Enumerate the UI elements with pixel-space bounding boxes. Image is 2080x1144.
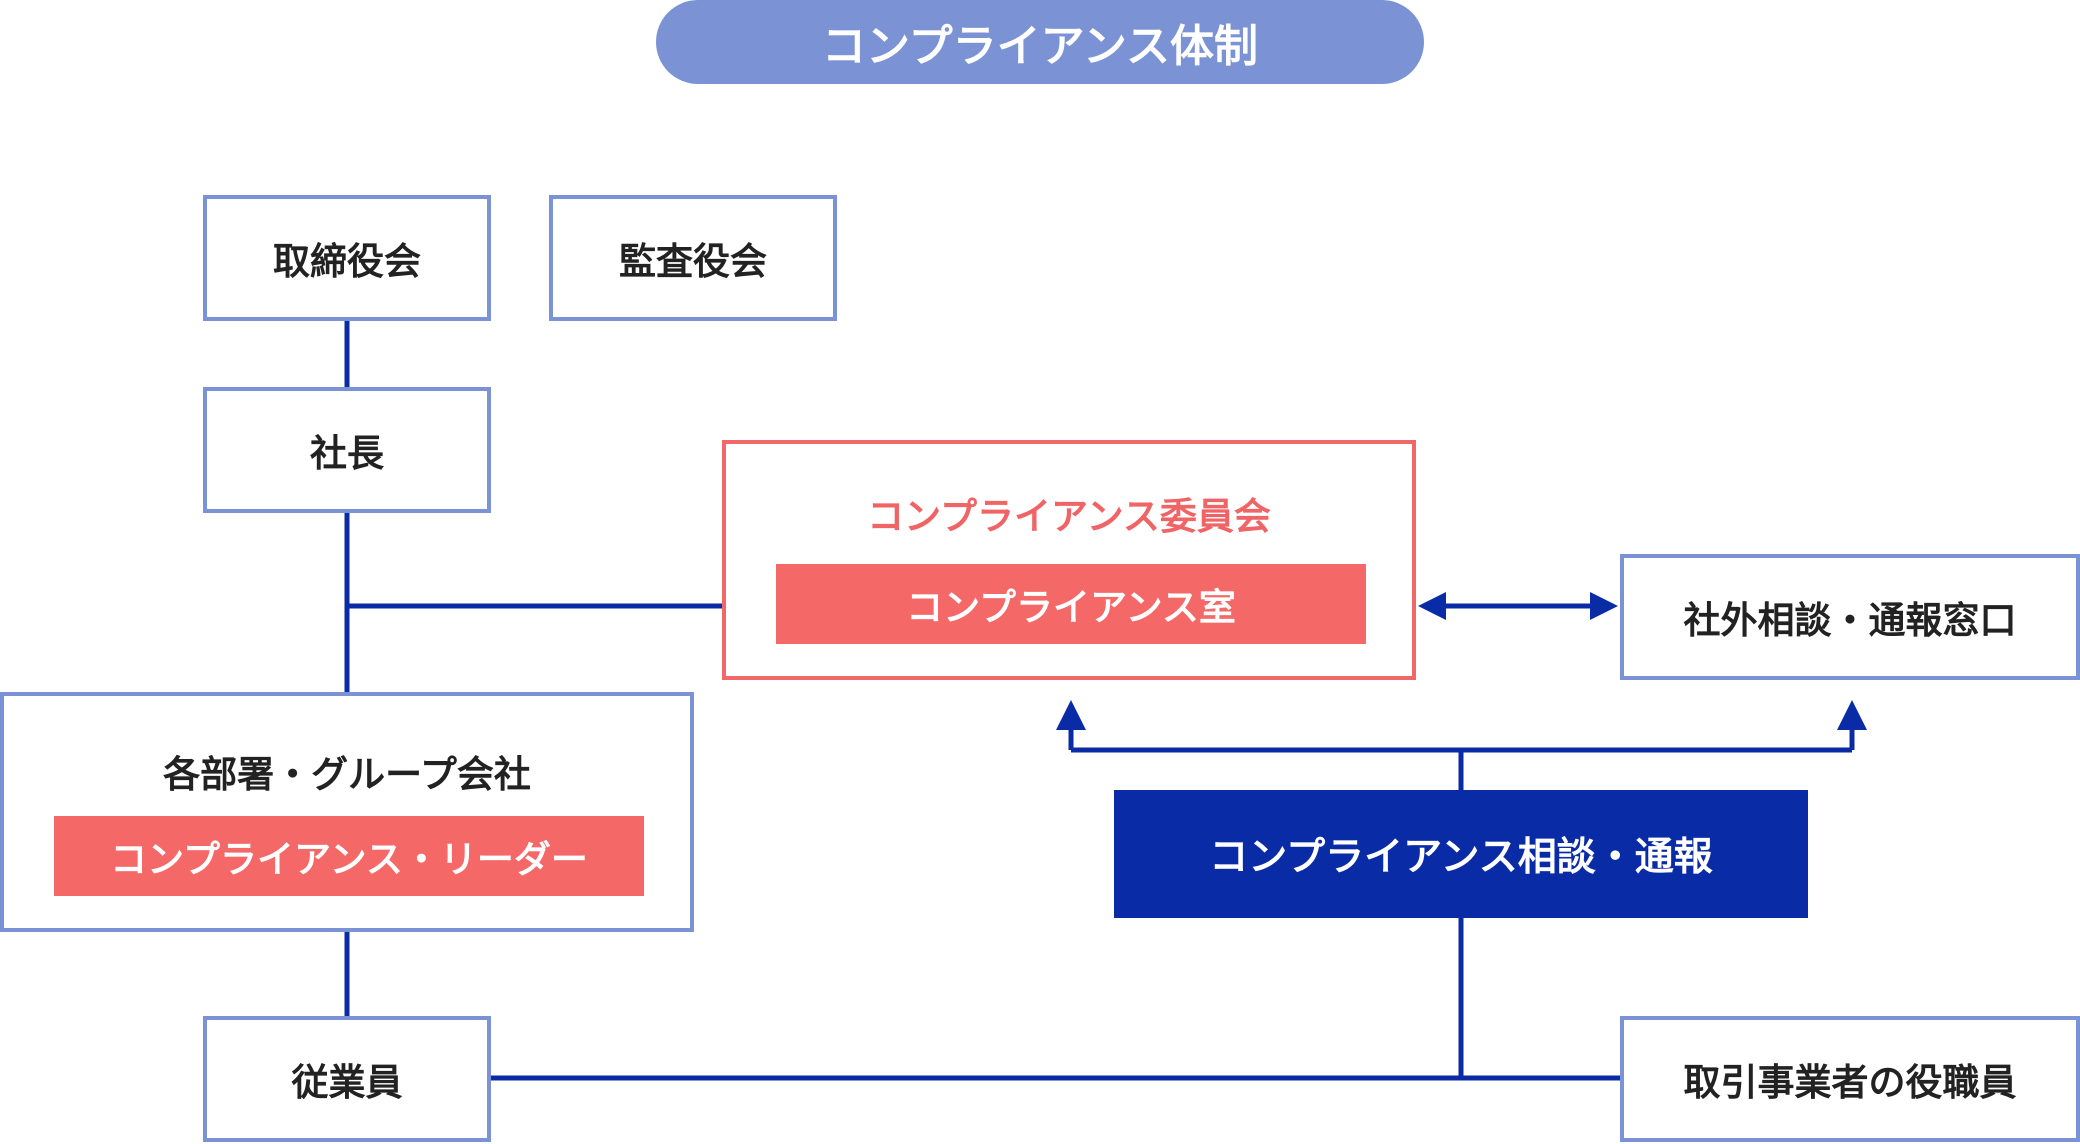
departments-title: 各部署・グループ会社 (163, 753, 531, 796)
committee-box: コンプライアンス委員会 コンプライアンス室 (722, 440, 1416, 680)
page-title: コンプライアンス体制 (656, 0, 1424, 84)
arrow-right-external (1590, 592, 1618, 620)
arrow-left-committee (1418, 592, 1446, 620)
arrow-up-committee (1056, 700, 1086, 730)
president-box: 社長 (203, 387, 491, 513)
board-box: 取締役会 (203, 195, 491, 321)
consultation-box: コンプライアンス相談・通報 (1114, 790, 1808, 918)
office-bar: コンプライアンス室 (776, 564, 1366, 644)
external-desk-box: 社外相談・通報窓口 (1620, 554, 2080, 680)
arrow-up-external (1837, 700, 1867, 730)
auditors-box: 監査役会 (549, 195, 837, 321)
departments-box: 各部署・グループ会社 コンプライアンス・リーダー (0, 692, 694, 932)
partners-box: 取引事業者の役職員 (1620, 1016, 2080, 1142)
employees-box: 従業員 (203, 1016, 491, 1142)
leader-bar: コンプライアンス・リーダー (54, 816, 644, 896)
committee-title: コンプライアンス委員会 (867, 495, 1271, 538)
